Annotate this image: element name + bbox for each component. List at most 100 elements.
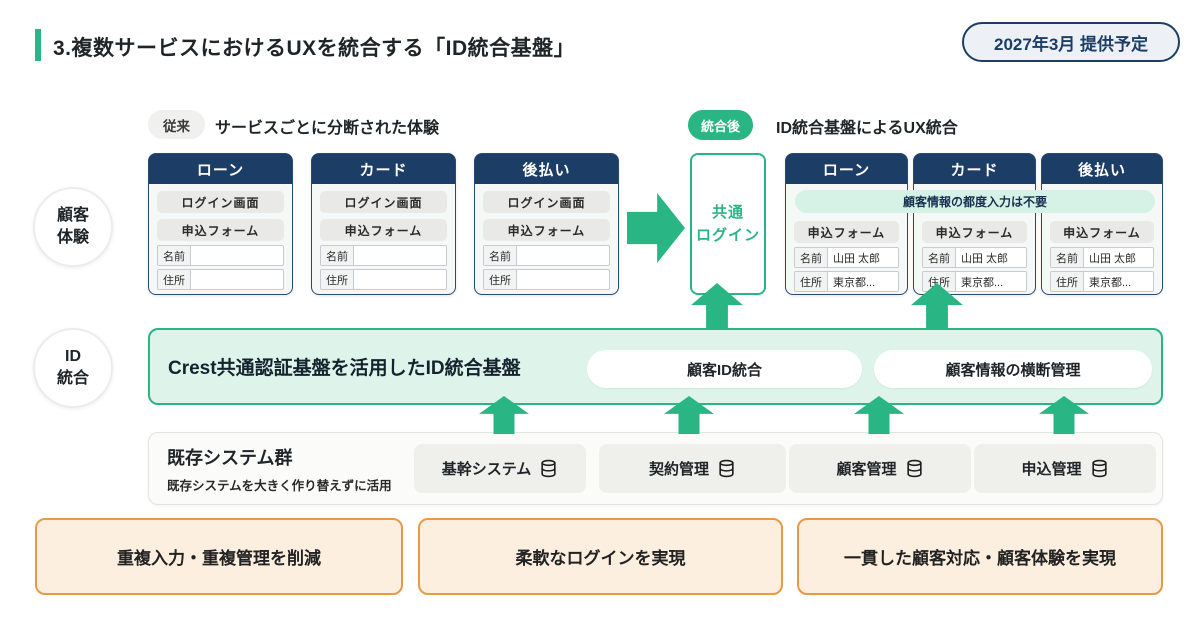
systems-subtitle: 既存システムを大きく作り替えずに活用	[167, 479, 392, 493]
before-title: サービスごとに分断された体験	[215, 120, 440, 137]
arrow-right-icon	[627, 193, 685, 263]
field-value	[517, 270, 609, 289]
service-card-after-bnpl: 後払い 申込フォーム 名前 山田 太郎 住所 東京都...	[1041, 153, 1163, 295]
common-login-box: 共通 ログイン	[690, 153, 766, 295]
system-box-core: 基幹システム	[414, 444, 586, 493]
field-label: 住所	[795, 272, 828, 291]
card-title: 後払い	[1042, 154, 1162, 184]
form-label: 申込フォーム	[1050, 221, 1154, 243]
circle-label-line: 体験	[56, 229, 89, 246]
service-card-after-loan: ローン 申込フォーム 名前 山田 太郎 住所 東京都...	[785, 153, 908, 295]
after-title: ID統合基盤によるUX統合	[776, 120, 958, 137]
field-label: 住所	[923, 272, 956, 291]
card-body: ログイン画面 申込フォーム 名前 住所	[312, 184, 455, 290]
benefit-box-consistent-experience: 一貫した顧客対応・顧客体験を実現	[797, 518, 1163, 595]
field-label: 名前	[158, 246, 191, 265]
benefit-box-flexible-login: 柔軟なログインを実現	[418, 518, 783, 595]
common-login-line: ログイン	[695, 227, 760, 244]
field-row: 名前 山田 太郎	[1050, 247, 1154, 268]
field-value	[517, 246, 609, 265]
service-card-after-card: カード 申込フォーム 名前 山田 太郎 住所 東京都...	[913, 153, 1036, 295]
field-label: 住所	[484, 270, 517, 289]
card-body: 申込フォーム 名前 山田 太郎 住所 東京都...	[1042, 184, 1162, 292]
id-band: Crest共通認証基盤を活用したID統合基盤 顧客ID統合 顧客情報の横断管理	[148, 328, 1163, 405]
card-body: ログイン画面 申込フォーム 名前 住所	[149, 184, 292, 290]
login-screen-label: ログイン画面	[157, 191, 284, 213]
database-icon	[719, 459, 734, 478]
field-row: 名前 山田 太郎	[922, 247, 1027, 268]
benefit-box-reduce-duplication: 重複入力・重複管理を削減	[35, 518, 403, 595]
circle-label-line: 顧客	[56, 207, 89, 225]
login-screen-label: ログイン画面	[483, 191, 610, 213]
database-icon	[906, 459, 922, 478]
systems-title: 既存システム群	[167, 448, 293, 468]
card-body: 申込フォーム 名前 山田 太郎 住所 東京都...	[786, 184, 907, 292]
field-row: 名前	[157, 245, 284, 266]
page-title: 3.複数サービスにおけるUXを統合する「ID統合基盤」	[53, 37, 576, 60]
system-box-customer: 顧客管理	[789, 444, 971, 493]
id-integration-circle: ID 統合	[33, 328, 113, 408]
field-value	[191, 270, 283, 289]
field-value: 東京都...	[1089, 276, 1132, 289]
service-card-before-card: カード ログイン画面 申込フォーム 名前 住所	[311, 153, 456, 295]
id-pill-customer-id: 顧客ID統合	[587, 350, 862, 388]
field-value	[354, 246, 446, 265]
field-label: 住所	[321, 270, 354, 289]
field-row: 住所 東京都...	[1050, 271, 1154, 292]
system-label: 基幹システム	[441, 461, 532, 478]
title-accent-bar	[35, 29, 41, 61]
before-tag: 従来	[148, 110, 205, 139]
id-pill-cross-management: 顧客情報の横断管理	[874, 350, 1152, 388]
field-row: 住所	[157, 269, 284, 290]
card-title: ローン	[149, 154, 292, 184]
card-body: ログイン画面 申込フォーム 名前 住所	[475, 184, 618, 290]
field-label: 名前	[321, 246, 354, 265]
card-title: ローン	[786, 154, 907, 184]
form-label: 申込フォーム	[320, 219, 447, 241]
system-label: 顧客管理	[836, 461, 897, 478]
service-card-before-loan: ローン ログイン画面 申込フォーム 名前 住所	[148, 153, 293, 295]
login-screen-label: ログイン画面	[320, 191, 447, 213]
field-row: 名前 山田 太郎	[794, 247, 899, 268]
form-label: 申込フォーム	[483, 219, 610, 241]
field-value	[191, 246, 283, 265]
circle-label-line: 統合	[56, 370, 89, 387]
field-value	[354, 270, 446, 289]
circle-label-line: ID	[65, 348, 81, 366]
field-row: 住所 東京都...	[922, 271, 1027, 292]
field-label: 名前	[484, 246, 517, 265]
field-row: 名前	[320, 245, 447, 266]
field-label: 住所	[1051, 272, 1084, 291]
system-box-application: 申込管理	[974, 444, 1156, 493]
card-title: カード	[914, 154, 1035, 184]
form-label: 申込フォーム	[794, 221, 899, 243]
card-body: 申込フォーム 名前 山田 太郎 住所 東京都...	[914, 184, 1035, 292]
system-label: 契約管理	[648, 461, 709, 478]
database-icon	[541, 459, 556, 478]
field-label: 名前	[923, 248, 956, 267]
field-value: 東京都...	[961, 276, 1004, 289]
service-card-before-bnpl: 後払い ログイン画面 申込フォーム 名前 住所	[474, 153, 619, 295]
no-reentry-banner: 顧客情報の都度入力は不要	[795, 190, 1155, 213]
field-value: 東京都...	[833, 276, 876, 289]
after-tag: 統合後	[688, 110, 754, 140]
system-label: 申込管理	[1021, 461, 1082, 478]
field-value: 山田 太郎	[961, 252, 1009, 265]
field-label: 名前	[1051, 248, 1084, 267]
customer-experience-circle: 顧客 体験	[33, 187, 113, 267]
card-title: カード	[312, 154, 455, 184]
field-row: 住所	[320, 269, 447, 290]
form-label: 申込フォーム	[157, 219, 284, 241]
id-band-title: Crest共通認証基盤を活用したID統合基盤	[168, 358, 521, 379]
field-value: 山田 太郎	[833, 252, 881, 265]
system-box-contract: 契約管理	[599, 444, 786, 493]
database-icon	[1091, 459, 1107, 478]
field-label: 住所	[158, 270, 191, 289]
field-label: 名前	[795, 248, 828, 267]
field-row: 住所 東京都...	[794, 271, 899, 292]
field-row: 住所	[483, 269, 610, 290]
form-label: 申込フォーム	[922, 221, 1027, 243]
field-row: 名前	[483, 245, 610, 266]
systems-band: 既存システム群 既存システムを大きく作り替えずに活用 基幹システム 契約管理 顧…	[148, 432, 1163, 505]
